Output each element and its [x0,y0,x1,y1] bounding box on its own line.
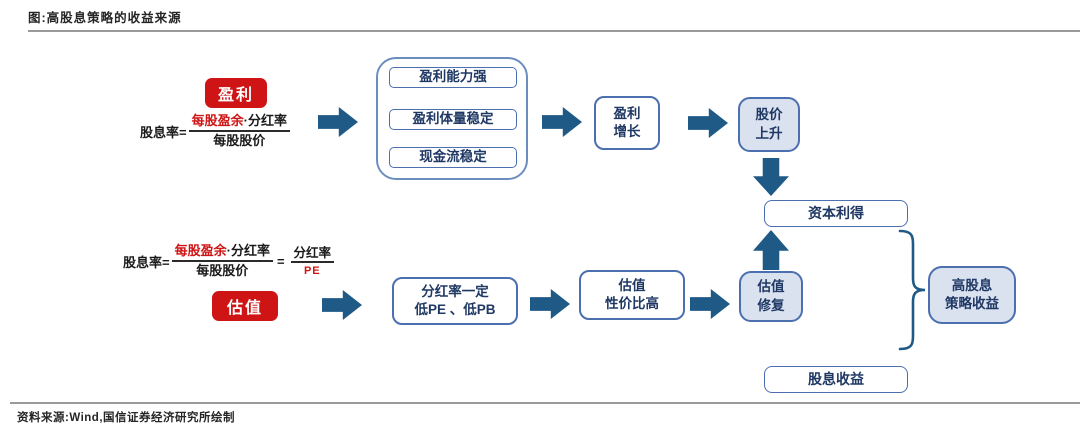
profit-traits-group: 盈利能力强 盈利体量稳定 现金流稳定 [376,57,528,180]
arrow-right-icon [542,107,582,137]
formula2-denominator2-pe: PE [303,264,321,277]
valuation-value-node: 估值 性价比高 [579,270,685,320]
formula2-numerator-rest: ·分红率 [226,243,270,258]
capital-gain-node: 资本利得 [764,200,908,227]
formula2-numerator: 每股盈余·分红率 [171,243,273,262]
formula1-numerator: 每股盈余·分红率 [188,113,290,132]
formula1-fraction: 每股盈余·分红率 每股股价 [188,113,290,150]
arrow-up-icon [753,230,789,270]
arrow-down-icon [753,158,789,196]
title-divider [28,30,1080,32]
trait-stable-cashflow: 现金流稳定 [389,147,517,168]
source-note: 资料来源:Wind,国信证券经济研究所绘制 [17,412,236,424]
formula1-numerator-rest: ·分红率 [243,113,287,128]
formula2-denominator: 每股股价 [196,262,249,278]
price-rise-node: 股价 上升 [738,97,800,152]
dividend-condition-line2: 低PE 、低PB [414,302,496,317]
valuation-repair-line2: 修复 [757,297,785,313]
strategy-return-node: 高股息 策略收益 [928,266,1016,324]
trait-stable-profit-volume: 盈利体量稳定 [389,109,517,130]
dividend-condition-node: 分红率一定 低PE 、低PB [392,277,518,325]
strategy-return-line2: 策略收益 [945,296,999,311]
formula2-equals: = [276,253,285,269]
formula2-lhs: 股息率= [123,254,170,270]
earnings-growth-node: 盈利 增长 [594,96,660,150]
valuation-tag: 估值 [212,291,278,321]
brace-icon [898,229,926,351]
footer-divider [10,402,1080,404]
dividend-condition-line1: 分红率一定 [421,283,489,299]
dividend-income-node: 股息收益 [764,366,908,393]
earnings-growth-line1: 盈利 [613,105,641,121]
formula1-lhs: 股息率= [140,124,187,140]
dividend-yield-formula-profit: 股息率= 每股盈余·分红率 每股股价 [140,113,290,150]
valuation-value-line2: 性价比高 [605,296,659,311]
valuation-value-line1: 估值 [618,277,646,293]
strategy-return-line1: 高股息 [951,277,993,293]
valuation-repair-line1: 估值 [757,279,785,295]
trait-strong-profitability: 盈利能力强 [389,67,517,88]
valuation-repair-node: 估值 修复 [739,271,803,322]
formula1-denominator: 每股股价 [213,132,266,148]
arrow-right-icon [318,107,358,137]
formula2-numerator-red: 每股盈余 [174,243,227,258]
arrow-right-icon [688,108,728,138]
formula2-fraction1: 每股盈余·分红率 每股股价 [171,243,273,280]
formula2-fraction2: 分红率 PE [290,245,335,279]
formula1-numerator-red: 每股盈余 [191,113,244,128]
formula2-numerator2: 分红率 [290,245,335,263]
arrow-right-icon [530,289,570,319]
arrow-right-icon [322,290,362,320]
dividend-yield-formula-valuation: 股息率= 每股盈余·分红率 每股股价 = 分红率 PE [123,243,335,280]
earnings-growth-line2: 增长 [613,124,641,139]
figure-title: 图:高股息策略的收益来源 [28,11,182,25]
price-rise-line2: 上升 [755,125,783,141]
price-rise-line1: 股价 [755,107,783,123]
profit-tag: 盈利 [205,78,267,108]
arrow-right-icon [690,289,730,319]
